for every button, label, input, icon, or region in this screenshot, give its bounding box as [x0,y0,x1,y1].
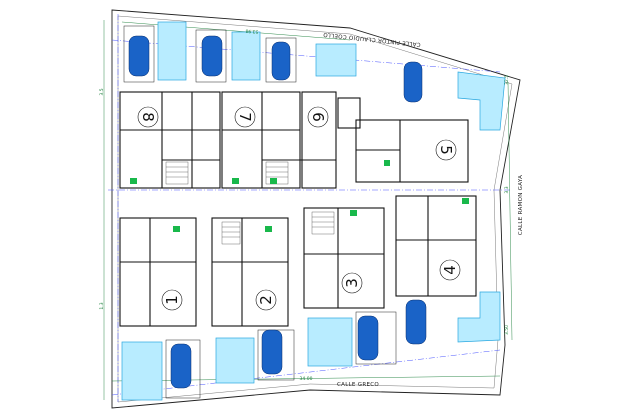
dim-left-upper: 3.5 [99,88,105,95]
house-5-walls [337,97,469,183]
unit-7-label: 7 [236,112,254,122]
lower-house-walls [119,195,477,327]
dim-bottom: 34.00 [300,376,313,382]
car-icon [201,35,223,77]
dim-right-lower: 3.50 [504,325,510,335]
upper-house-walls [119,91,337,189]
pool-bottom-right [457,291,501,343]
street-right-label: CALLE RAMON GAYA [518,175,524,235]
fixtures [130,160,469,232]
car-icon [170,343,192,389]
car-icon [405,299,427,345]
top-patios [123,21,357,83]
dim-top: 53.98 [245,28,258,35]
car-icon [128,35,150,77]
unit-2-label: 2 [257,295,275,305]
bottom-patios [121,311,397,401]
unit-number-markers [137,106,461,311]
unit-1-label: 1 [163,295,181,305]
car-icon [403,61,423,103]
dim-right-middle: 3.3 [504,186,510,193]
axis-lines [108,14,510,402]
unit-6-label: 6 [309,112,327,122]
dim-left-lower: 1.3 [99,302,105,309]
street-bottom-label: CALLE GRECO [337,382,379,388]
unit-3-label: 3 [343,278,361,288]
pool-top-right [457,71,506,131]
stairs [165,161,335,245]
site-boundary [111,9,521,409]
unit-5-label: 5 [437,145,455,155]
unit-8-label: 8 [139,112,157,122]
dim-right-upper: 32.5 [504,75,510,85]
car-icon [357,315,379,361]
car-icon [261,329,283,375]
car-icon [271,41,291,81]
unit-4-label: 4 [441,265,459,275]
cars [128,35,427,389]
